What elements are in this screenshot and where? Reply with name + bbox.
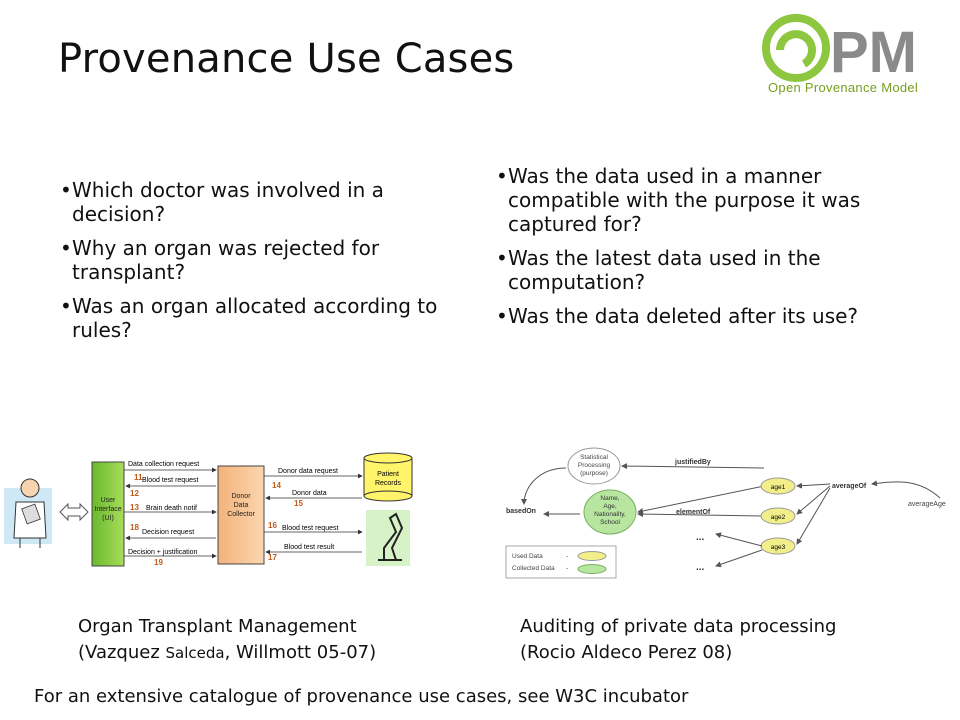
average-of-label: averageOf [832,483,867,490]
legend-collected-swatch [577,564,607,574]
double-arrow-icon [59,502,89,522]
message-label: Decision request [142,529,194,536]
message-label: Blood test request [282,525,338,532]
message-number: 11 [134,473,143,482]
message-number: 15 [294,499,303,508]
bullet-item: Was the latest data used in the computat… [496,246,916,294]
message-number: 13 [130,503,139,512]
age-node [760,477,796,495]
message-label: Blood test result [284,544,334,551]
collector-box [217,465,265,565]
bullet-item: Which doctor was involved in a decision? [60,178,470,226]
caption-line: Auditing of private data processing [520,616,837,637]
age-label: age2 [771,514,786,521]
caption-part: (Vazquez [78,642,166,663]
age-label: age1 [771,484,786,491]
message-label: Data collection request [128,461,199,468]
right-messages: Donor data request 14 Donor data 15 Bloo… [264,468,363,562]
collected-data-node [583,489,637,535]
doctor-icon [4,478,52,548]
average-age-label: averageAge [908,501,946,508]
message-number: 14 [272,481,281,490]
message-number: 17 [268,553,277,562]
based-on-label: basedOn [506,508,536,515]
message-label: Donor data request [278,468,338,475]
page-title: Provenance Use Cases [58,36,515,82]
bullet-item: Was an organ allocated according to rule… [60,294,470,342]
caption-line: Organ Transplant Management [78,616,357,637]
message-label: Decision + justification [128,549,198,556]
right-bullet-list: Was the data used in a manner compatible… [496,164,916,338]
legend-dash: - [566,553,568,560]
caption-part-small: Salceda [165,644,225,662]
footer-note: For an extensive catalogue of provenance… [34,686,689,707]
bullet-item: Was the data used in a manner compatible… [496,164,916,236]
bullet-item: Was the data deleted after its use? [496,304,916,328]
message-number: 12 [130,489,139,498]
logo-caption: Open Provenance Model [768,80,919,95]
justified-by-label: justifiedBy [674,459,711,466]
caption-part: , Willmott 05-07) [224,642,377,663]
message-number: 18 [130,523,139,532]
ellipsis: ... [696,562,705,573]
logo-ring-outer [762,14,830,82]
caption-line: (Rocio Aldeco Perez 08) [520,642,733,663]
message-label: Brain death notif [146,505,197,512]
collected-data-label: Name,Age,Nationality,School [594,495,626,526]
message-number: 19 [154,558,163,567]
message-number: 16 [268,521,277,530]
element-of-label: elementOf [676,509,711,516]
message-label: Donor data [292,490,327,497]
left-messages: Data collection request 11 Blood test re… [124,461,217,567]
logo-ring-inner [776,30,816,68]
ellipsis: ... [696,532,705,543]
processing-node [567,447,621,485]
legend-dash: - [566,565,568,572]
caption-organ-transplant: Organ Transplant Management (Vazquez Sal… [78,614,376,666]
logo-letters: PM [830,20,917,85]
opm-logo-graphic: PM [762,14,917,85]
message-label: Blood test request [142,477,198,484]
caption-line: (Vazquez Salceda, Willmott 05-07) [78,640,376,666]
bullet-item: Why an organ was rejected for transplant… [60,236,470,284]
left-bullet-list: Which doctor was involved in a decision?… [60,178,470,352]
caption-auditing: Auditing of private data processing (Roc… [520,614,836,666]
opm-logo: PM [760,12,955,104]
ui-box [91,461,125,567]
age-label: age3 [771,544,786,551]
legend-collected-label: Collected Data [512,565,555,572]
legend-used-label: Used Data [512,553,543,560]
age-node [760,507,796,525]
microscope-icon [366,510,410,566]
legend-used-swatch [577,551,607,561]
